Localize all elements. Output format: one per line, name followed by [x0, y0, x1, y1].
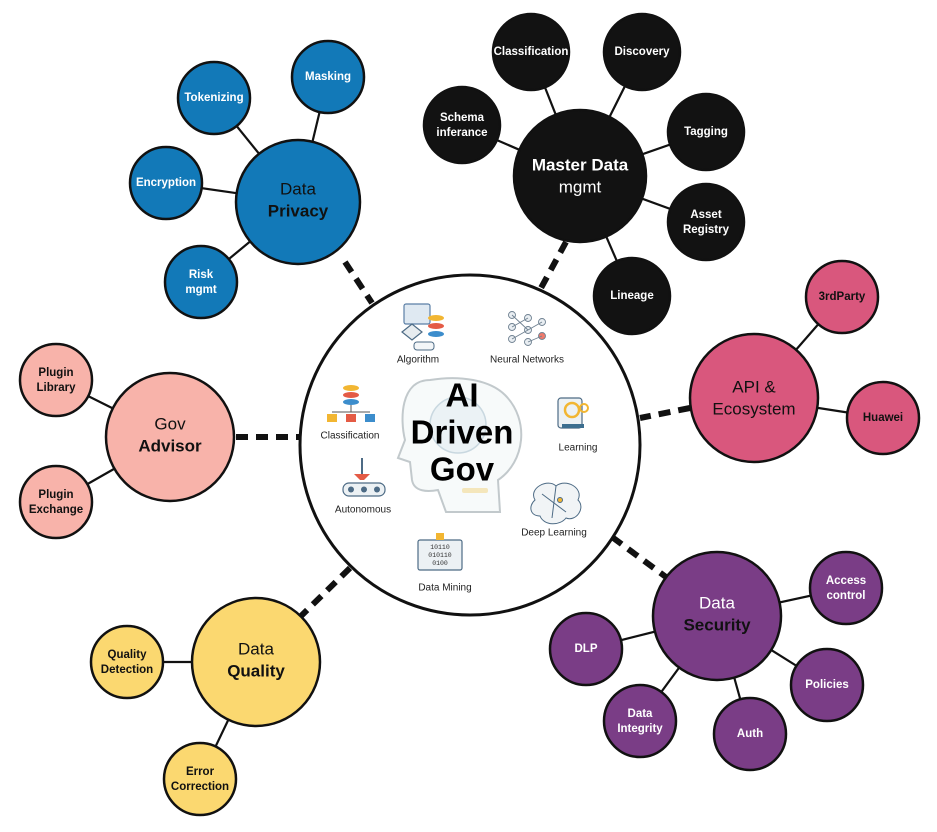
connector-api [639, 405, 691, 421]
learning-icon [557, 397, 589, 429]
satellite-tokenizing [176, 60, 252, 136]
masking-label: Masking [305, 71, 351, 83]
cluster-gov-advisor [18, 342, 236, 540]
neural-networks-label: Neural Networks [490, 355, 564, 366]
data-quality-hub-line-2: Quality [227, 661, 285, 680]
satellite-access-control [808, 550, 884, 626]
cluster-data-security [548, 550, 884, 772]
tagging-label: Tagging [684, 126, 728, 138]
center-title-line-3: Gov [430, 451, 495, 488]
data-mining-icon: 10110 010110 0100 [417, 533, 463, 571]
satellite-3rdparty [804, 259, 880, 335]
classification-sat-label: Classification [494, 46, 569, 58]
satellite-auth [712, 696, 788, 772]
data-security-hub [651, 550, 783, 682]
neural-network-icon [508, 311, 546, 346]
satellite-policies [789, 647, 865, 723]
algorithm-icon [401, 303, 444, 351]
connector-security [610, 534, 672, 583]
autonomous-icon [342, 458, 386, 497]
satellite-data-integrity [602, 683, 678, 759]
satellite-discovery [602, 12, 682, 92]
cluster-api-ecosystem [688, 259, 921, 464]
center-title-line-2: Driven [411, 414, 514, 451]
center-node: AI Driven Gov Algorithm Neural Networks [298, 273, 642, 617]
lineage-label: Lineage [610, 290, 653, 302]
dlp-label: DLP [575, 643, 598, 655]
cluster-master-data [422, 12, 746, 336]
satellite-tagging [666, 92, 746, 172]
center-title-line-1: AI [446, 377, 479, 414]
center-circle [298, 273, 642, 617]
3rdparty-label: 3rdParty [819, 291, 866, 303]
satellite-huawei [845, 380, 921, 456]
master-data-hub [512, 108, 648, 244]
autonomous-label: Autonomous [335, 505, 391, 516]
dashed-connectors [236, 240, 691, 620]
satellite-plugin-library [18, 342, 94, 418]
satellite-schema-inferance [422, 85, 502, 165]
gov-advisor-hub-line-2: Advisor [138, 436, 202, 455]
policies-label: Policies [805, 679, 848, 691]
api-ecosystem-hub-line-2: Ecosystem [712, 399, 795, 418]
discovery-label: Discovery [615, 46, 671, 58]
cluster-data-privacy [128, 39, 366, 320]
connector-quality [297, 565, 353, 620]
ai-head-icon [396, 377, 523, 513]
satellite-classification [491, 12, 571, 92]
api-ecosystem-hub [688, 332, 820, 464]
satellite-quality-detection [89, 624, 165, 700]
data-mining-label: Data Mining [418, 583, 471, 594]
huawei-label: Huawei [863, 412, 903, 424]
deep-learning-label: Deep Learning [521, 528, 587, 539]
learning-label: Learning [559, 443, 598, 454]
svg-text:0100: 0100 [432, 560, 448, 567]
satellite-risk-mgmt [163, 244, 239, 320]
data-quality-hub-line-1: Data [238, 639, 274, 658]
connector-master [538, 240, 569, 290]
connector-privacy [342, 260, 375, 305]
master-data-hub-line-1: Master Data [532, 155, 629, 174]
deep-learning-brain-icon [530, 482, 582, 525]
master-data-hub-line-2: mgmt [559, 177, 602, 196]
satellite-encryption [128, 145, 204, 221]
satellite-dlp [548, 611, 624, 687]
gov-advisor-hub [104, 371, 236, 503]
encryption-label: Encryption [136, 177, 196, 189]
tokenizing-label: Tokenizing [184, 92, 243, 104]
data-security-hub-line-2: Security [683, 615, 751, 634]
satellite-plugin-exchange [18, 464, 94, 540]
data-privacy-hub [234, 138, 362, 266]
satellite-asset-registry [666, 182, 746, 262]
auth-label: Auth [737, 728, 763, 740]
data-privacy-hub-line-2: Privacy [268, 201, 329, 220]
svg-text:010110: 010110 [428, 552, 452, 559]
data-quality-hub [190, 596, 322, 728]
satellite-error-correction [162, 741, 238, 817]
satellite-masking [290, 39, 366, 115]
api-ecosystem-hub-line-1: API & [732, 377, 776, 396]
cluster-data-quality [89, 596, 322, 817]
classification-icon [327, 385, 375, 422]
classification-label: Classification [321, 431, 380, 442]
satellite-lineage [592, 256, 672, 336]
data-security-hub-line-1: Data [699, 593, 735, 612]
svg-text:10110: 10110 [430, 544, 450, 551]
data-privacy-hub-line-1: Data [280, 179, 316, 198]
algorithm-label: Algorithm [397, 355, 439, 366]
gov-advisor-hub-line-1: Gov [154, 414, 186, 433]
